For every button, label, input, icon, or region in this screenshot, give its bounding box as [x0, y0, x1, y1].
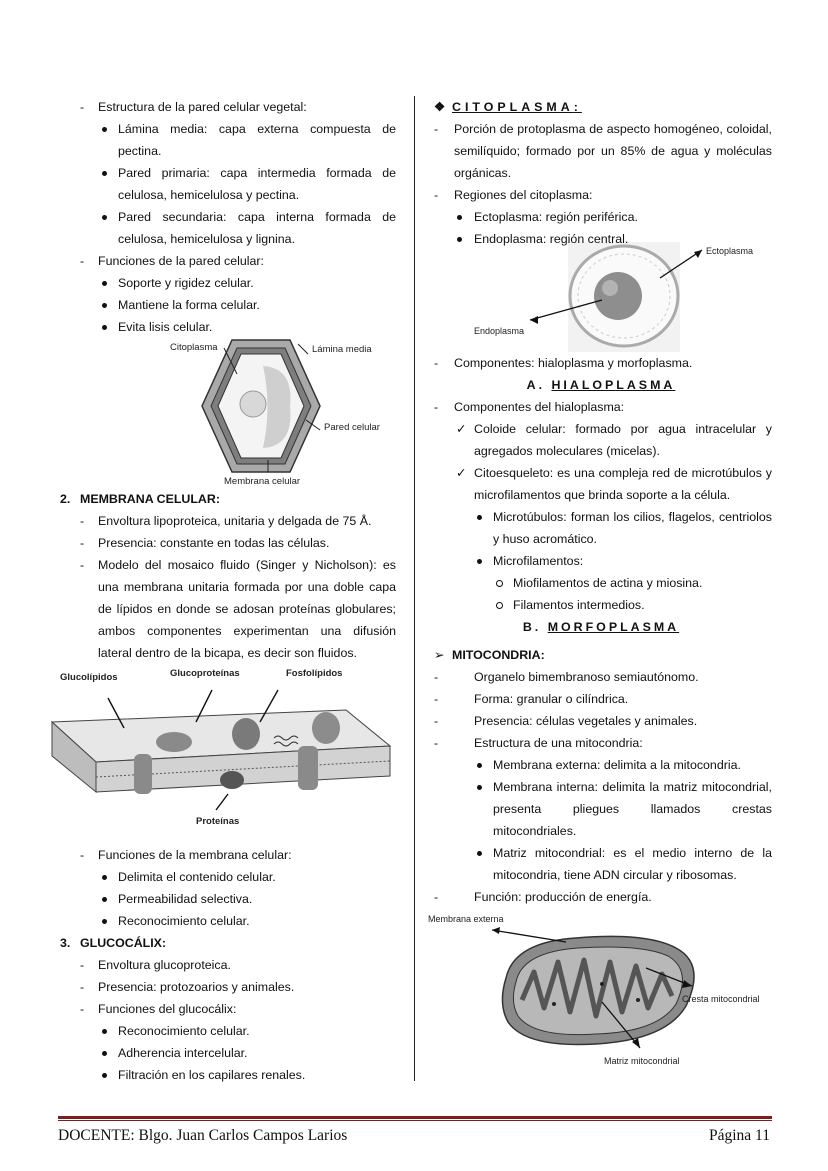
glucocalix-heading: 3.GLUCOCÁLIX: — [60, 936, 167, 950]
membrana-item: Envoltura lipoproteica, unitaria y delga… — [58, 510, 396, 532]
gluco-func-item: Adherencia intercelular. — [58, 1042, 396, 1064]
plant-cell-wall-figure: Citoplasma Lámina media Pared celular Me… — [170, 339, 380, 487]
column-divider — [414, 96, 415, 1081]
funcion-item: Evita lisis celular. — [58, 316, 396, 338]
membrana-item: Modelo del mosaico fluido (Singer y Nich… — [58, 554, 396, 664]
fig-label-fosfolipidos: Fosfolípidos — [286, 668, 342, 679]
fig-label-lamina: Lámina media — [312, 344, 372, 355]
mitochondria-figure: Membrana externa Cresta mitocondrial Mat… — [428, 914, 760, 1066]
cito-item: Regiones del citoplasma: — [430, 184, 772, 206]
cytoplasm-figure: Ectoplasma Endoplasma — [474, 242, 753, 352]
right-column: ❖CITOPLASMA: Porción de protoplasma de a… — [428, 96, 772, 1072]
pared-item: Pared primaria: capa intermedia formada … — [58, 162, 396, 206]
mito-item: Presencia: células vegetales y animales. — [430, 710, 772, 732]
fig-label-membrana: Membrana celular — [224, 476, 300, 487]
cito-item: Porción de protoplasma de aspecto homogé… — [430, 118, 772, 184]
fig-label-citoplasma: Citoplasma — [170, 342, 218, 353]
func-mem-title: Funciones de la membrana celular: — [58, 844, 396, 866]
microtubulos-item: Microtúbulos: forman los cilios, flagelo… — [430, 506, 772, 550]
mito-item: Estructura de una mitocondria: — [430, 732, 772, 754]
footer-rule-thin — [58, 1120, 772, 1121]
pared-item: Pared secundaria: capa interna formada d… — [58, 206, 396, 250]
hialoplasma-heading: A. HIALOPLASMA — [526, 378, 676, 392]
microfil-item: Miofilamentos de actina y miosina. — [430, 572, 772, 594]
region-item: Ectoplasma: región periférica. — [430, 206, 772, 228]
mito-struct-item: Membrana interna: delimita la matriz mit… — [430, 776, 772, 842]
membrana-item: Presencia: constante en todas las célula… — [58, 532, 396, 554]
morfoplasma-heading: B. MORFOPLASMA — [522, 620, 680, 634]
fig-label-proteinas: Proteínas — [196, 816, 239, 827]
fig-label-ecto: Ectoplasma — [706, 246, 753, 256]
func-mem-item: Permeabilidad selectiva. — [58, 888, 396, 910]
hialo-comp: Componentes del hialoplasma: — [430, 396, 772, 418]
citoplasma-heading: ❖CITOPLASMA: — [434, 100, 582, 114]
func-mem-item: Delimita el contenido celular. — [58, 866, 396, 888]
footer-docente: DOCENTE: Blgo. Juan Carlos Campos Larios — [58, 1127, 348, 1144]
fluid-mosaic-figure: Glucolípidos Glucoproteínas Fosfolípidos… — [50, 668, 392, 827]
left-column: Estructura de la pared celular vegetal: … — [50, 96, 396, 1086]
funcion-item: Soporte y rigidez celular. — [58, 272, 396, 294]
componentes: Componentes: hialoplasma y morfoplasma. — [430, 352, 772, 374]
mito-struct-item: Membrana externa: delimita a la mitocond… — [430, 754, 772, 776]
fig-label-endo: Endoplasma — [474, 326, 524, 336]
funcion-item: Mantiene la forma celular. — [58, 294, 396, 316]
mito-item: Organelo bimembranoso semiautónomo. — [430, 666, 772, 688]
coloide-item: Coloide celular: formado por agua intrac… — [430, 418, 772, 462]
gluco-func-item: Filtración en los capilares renales. — [58, 1064, 396, 1086]
mito-funcion: Función: producción de energía. — [430, 886, 772, 908]
fig-label-pared: Pared celular — [324, 422, 380, 433]
funciones-title: Funciones de la pared celular: — [58, 250, 396, 272]
footer-rule — [58, 1116, 772, 1119]
gluco-item: Funciones del glucocálix: — [58, 998, 396, 1020]
citoesqueleto-item: Citoesqueleto: es una compleja red de mi… — [430, 462, 772, 506]
fig-label-cresta: Cresta mitocondrial — [682, 994, 760, 1004]
mito-struct-item: Matriz mitocondrial: es el medio interno… — [430, 842, 772, 886]
func-mem-item: Reconocimiento celular. — [58, 910, 396, 932]
fig-label-glucoproteinas: Glucoproteínas — [170, 668, 240, 679]
footer-page-number: Página 11 — [709, 1127, 770, 1144]
membrana-heading: 2.MEMBRANA CELULAR: — [60, 492, 220, 506]
fig-label-glucolipidos: Glucolípidos — [60, 672, 118, 683]
pared-title: Estructura de la pared celular vegetal: — [58, 96, 396, 118]
microfilamentos-item: Microfilamentos: — [430, 550, 772, 572]
gluco-item: Envoltura glucoproteica. — [58, 954, 396, 976]
gluco-item: Presencia: protozoarios y animales. — [58, 976, 396, 998]
mitocondria-heading: ➢MITOCONDRIA: — [434, 648, 545, 662]
microfil-item: Filamentos intermedios. — [430, 594, 772, 616]
region-item: Endoplasma: región central. — [430, 228, 772, 250]
mito-item: Forma: granular o cilíndrica. — [430, 688, 772, 710]
gluco-func-item: Reconocimiento celular. — [58, 1020, 396, 1042]
pared-item: Lámina media: capa externa compuesta de … — [58, 118, 396, 162]
fig-label-matriz: Matriz mitocondrial — [604, 1056, 680, 1066]
fig-label-externa: Membrana externa — [428, 914, 504, 924]
